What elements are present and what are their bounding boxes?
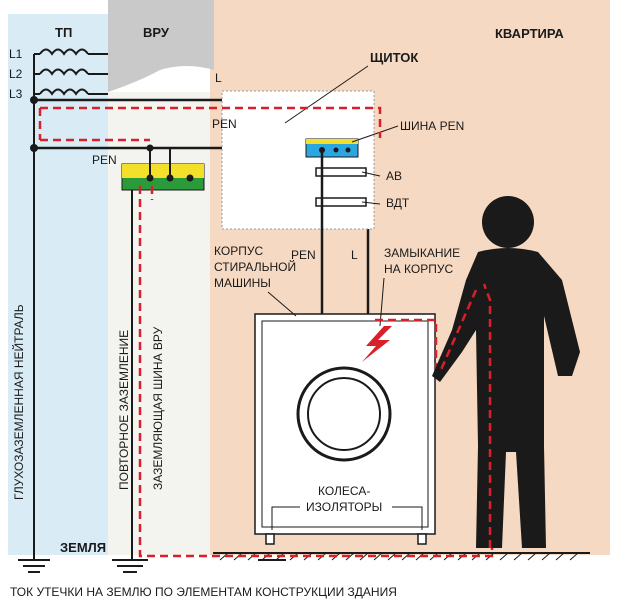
person-silhouette bbox=[432, 196, 580, 548]
phase-l3: L3 bbox=[9, 87, 23, 101]
wheel-left bbox=[265, 533, 275, 545]
pen-machine-label: PEN bbox=[291, 248, 316, 262]
breaker-leader bbox=[361, 171, 381, 177]
transformer-coils bbox=[39, 48, 89, 96]
vru-title: ВРУ bbox=[143, 25, 170, 40]
leak-path-top bbox=[38, 106, 382, 140]
wheels-label-2: ИЗОЛЯТОРЫ bbox=[306, 500, 382, 514]
machine-drum-outer bbox=[296, 366, 392, 462]
pen-vru-label: PEN bbox=[92, 153, 117, 167]
earth-symbol-vru bbox=[112, 559, 148, 573]
vru-pen-node bbox=[146, 144, 154, 152]
vru-pen-drops bbox=[149, 148, 171, 178]
caption: ТОК УТЕЧКИ НА ЗЕМЛЮ ПО ЭЛЕМЕНТАМ КОНСТРУ… bbox=[10, 585, 397, 599]
wheels-label-1: КОЛЕСА- bbox=[318, 484, 370, 498]
machine-leader bbox=[267, 291, 297, 317]
bus-screw bbox=[333, 147, 339, 153]
person-leak-path bbox=[438, 283, 492, 548]
shield-panel bbox=[221, 90, 375, 230]
vru-pen-bus-top bbox=[122, 164, 204, 178]
star-bus bbox=[33, 53, 40, 148]
pen-bus-leader bbox=[351, 125, 399, 143]
machine-label-1: КОРПУС bbox=[214, 244, 263, 258]
wheel-right bbox=[417, 533, 427, 545]
pen-bus-label: ШИНА PEN bbox=[400, 119, 464, 133]
solid-neutral-label: ГЛУХОЗАЗЕМЛЕННАЯ НЕЙТРАЛЬ bbox=[11, 304, 26, 500]
wheels-leader bbox=[271, 506, 423, 530]
breaker-switch bbox=[315, 167, 367, 177]
machine-drum-inner bbox=[307, 377, 381, 451]
rcd-leader bbox=[361, 201, 381, 205]
tp-title: ТП bbox=[55, 25, 72, 40]
earth-label: ЗЕМЛЯ bbox=[60, 540, 106, 555]
phase-leads bbox=[88, 53, 108, 95]
lightning-icon bbox=[362, 326, 392, 362]
shield-pen-bus-top bbox=[306, 139, 358, 144]
tp-zone bbox=[8, 14, 108, 555]
machine-front bbox=[261, 320, 429, 528]
machine-label-3: МАШИНЫ bbox=[214, 276, 271, 290]
rcd-switch bbox=[315, 197, 367, 207]
apartment-title: КВАРТИРА bbox=[495, 26, 564, 41]
repeat-ground-label: ПОВТОРНОЕ ЗАЗЕМЛЕНИЕ bbox=[117, 330, 131, 490]
vru-zone bbox=[108, 0, 214, 92]
short-label-2: НА КОРПУС bbox=[384, 262, 453, 276]
ground-bus-vru-label: ЗАЗЕМЛЯЮЩАЯ ШИНА ВРУ bbox=[151, 326, 165, 490]
shield-leader bbox=[284, 65, 369, 124]
l3-node bbox=[30, 96, 38, 104]
phase-l2: L2 bbox=[9, 67, 23, 81]
phase-l1: L1 bbox=[9, 47, 23, 61]
l-vru-label: L bbox=[215, 71, 222, 85]
leak-path-vru bbox=[40, 138, 154, 200]
machine-label-2: СТИРАЛЬНОЙ bbox=[214, 259, 296, 274]
l-machine-label: L bbox=[351, 248, 358, 262]
rcd-label: ВДТ bbox=[386, 196, 410, 210]
shield-title: ЩИТОК bbox=[370, 50, 418, 65]
pen-top-label: PEN bbox=[212, 117, 237, 131]
breaker-label: АВ bbox=[386, 169, 402, 183]
bus-screw bbox=[186, 174, 194, 182]
short-label-1: ЗАМЫКАНИЕ bbox=[384, 246, 460, 260]
short-leader bbox=[379, 277, 385, 327]
machine-body bbox=[254, 313, 436, 535]
bus-screw bbox=[345, 147, 351, 153]
earth-symbol-tp bbox=[18, 559, 50, 573]
